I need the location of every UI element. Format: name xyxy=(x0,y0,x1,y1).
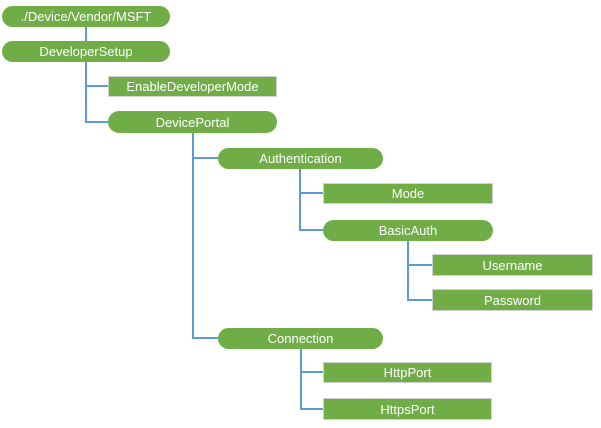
connector-branch-authentication xyxy=(192,157,218,159)
connector-branch-httpport xyxy=(300,371,323,373)
connector-developersetup-trunk xyxy=(85,62,87,123)
connector-basicauth-trunk xyxy=(407,241,409,301)
tree-node-authentication: Authentication xyxy=(218,148,383,169)
tree-node-httpsport: HttpsPort xyxy=(323,398,492,420)
connector-authentication-trunk xyxy=(299,169,301,231)
connector-branch-httpsport xyxy=(300,408,323,410)
connector-branch-deviceportal xyxy=(85,121,108,123)
connector-branch-connection xyxy=(192,337,218,339)
tree-node-deviceportal: DevicePortal xyxy=(108,111,277,133)
tree-node-httpport: HttpPort xyxy=(323,362,492,383)
connector-branch-username xyxy=(407,264,432,266)
tree-node-mode: Mode xyxy=(323,183,493,204)
tree-node-password: Password xyxy=(432,289,593,311)
connector-branch-mode xyxy=(299,192,323,194)
connector-branch-password xyxy=(407,299,432,301)
connector-root-developersetup xyxy=(85,27,87,41)
tree-node-root-msft: ./Device/Vendor/MSFT xyxy=(2,6,170,27)
tree-node-basicauth: BasicAuth xyxy=(323,220,493,241)
connector-connection-trunk xyxy=(300,349,302,410)
tree-node-username: Username xyxy=(432,254,593,276)
connector-branch-enabledevelopermode xyxy=(85,85,108,87)
tree-node-connection: Connection xyxy=(218,328,383,349)
connector-branch-basicauth xyxy=(299,229,323,231)
tree-node-enabledevelopermode: EnableDeveloperMode xyxy=(108,76,277,97)
connector-deviceportal-trunk xyxy=(192,133,194,339)
tree-node-developersetup: DeveloperSetup xyxy=(2,41,170,62)
